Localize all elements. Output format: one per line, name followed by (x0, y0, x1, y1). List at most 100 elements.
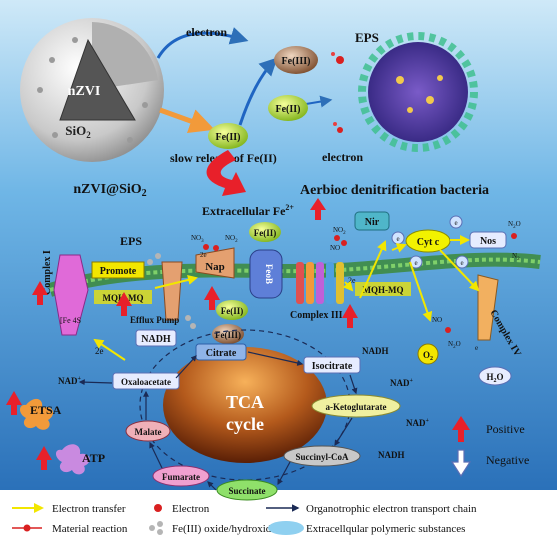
n2-label: N2 (512, 252, 520, 262)
etsa-icon (20, 398, 54, 430)
nadh2-label: NADH (378, 450, 405, 460)
no2-a: NO2 (225, 234, 238, 244)
tca-title-2: cycle (226, 414, 264, 434)
atp-label: ATP (82, 451, 105, 465)
legend-eps: Extracellqular polymeric substances (306, 523, 465, 535)
release-arrow (159, 107, 215, 133)
bacteria-increase-arrow (310, 198, 326, 220)
fe2-left-ball (208, 123, 248, 149)
left-increase-arrow-3 (36, 446, 52, 470)
fe2-mid-label: Fe(II) (276, 104, 301, 115)
complex-iv (477, 274, 499, 341)
two-e-right: 2e (348, 276, 356, 285)
nap-enzyme (195, 247, 235, 279)
eps-top-label: EPS (355, 30, 379, 45)
complex-iii-label: Complex III (290, 310, 343, 321)
akg-label: a-Ketoglutarate (326, 402, 387, 412)
complex-i-label: Complex I (42, 250, 53, 295)
legend-fe-oxide: Fe(III) oxide/hydroxide (172, 523, 276, 535)
n2o-b-label: N2O (448, 340, 461, 350)
fe2-low-ball (216, 300, 248, 320)
e-cyt2: e (454, 219, 457, 227)
legend-band (0, 490, 557, 549)
fe3-top-label: Fe(III) (282, 56, 311, 67)
tca-left-increase-arrow (116, 292, 132, 316)
electron-top-label: electron (186, 25, 227, 39)
left-increase-arrow-1 (32, 281, 48, 305)
nad-left-label: NAD+ (58, 376, 82, 386)
legend-electron-transfer: Electron transfer (52, 503, 126, 515)
eps-left-label: EPS (120, 234, 142, 248)
fe2-membrane-label: Fe(II) (254, 228, 277, 238)
cytc-label: Cyt c (417, 237, 440, 248)
electron-arrow-top (156, 27, 249, 59)
oxaloacetate-label: Oxaloacetate (121, 377, 171, 387)
electron-transfer-arrows (93, 235, 480, 361)
efflux-label: Efflux Pump (130, 315, 179, 325)
bacteria-cluster (358, 32, 478, 152)
h2o-label: H2O (486, 372, 503, 384)
no-b: NO (330, 244, 340, 252)
tca-flow-arrows (78, 351, 358, 491)
fe3-low-ball (212, 324, 244, 344)
nadh-left-label: NADH (141, 334, 171, 345)
mqh-right-label: MQH-MQ (363, 285, 404, 295)
legend-material-reaction: Material reaction (52, 523, 128, 535)
fe2-mid-ball (268, 95, 308, 121)
atp-icon (56, 444, 90, 475)
complex-iii-increase-arrow (342, 304, 358, 328)
fe2-low-label: Fe(II) (221, 306, 244, 316)
fe2-membrane-ball (249, 222, 281, 242)
fumarate-label: Fumarate (162, 472, 200, 482)
no-c: NO (432, 316, 442, 324)
shell-label: SiO2 (65, 123, 91, 140)
tca-title-1: TCA (226, 392, 264, 412)
fe3-low-label: Fe(III) (215, 330, 241, 340)
no3-a: NO3 (191, 234, 204, 244)
promote-label: Promote (100, 266, 137, 277)
etsa-label: ETSA (30, 403, 62, 417)
tca-core (163, 347, 327, 463)
electron-right-label: electron (322, 150, 363, 164)
fe2-left-label: Fe(II) (216, 132, 241, 143)
n2o-label: N2O (508, 220, 521, 230)
legend-electron-icon (154, 504, 162, 512)
feob-label: FeoB (264, 264, 274, 284)
nir-label: Nir (365, 217, 380, 228)
core-label: nZVI (68, 84, 101, 99)
positive-label: Positive (486, 422, 525, 436)
bacteria-title: Aerbioc denitrification bacteria (300, 183, 489, 198)
nap-label: Nap (205, 261, 225, 273)
e-nir: e (396, 235, 399, 243)
efflux-pump (147, 253, 196, 329)
positive-icon (452, 416, 470, 442)
fe-release-curve-arrow (206, 150, 246, 196)
legend-organotrophic: Organotrophic electron transport chain (306, 503, 477, 515)
nos-label: Nos (480, 236, 496, 247)
e-iv: e (475, 344, 478, 352)
succinate-label: Succinate (229, 486, 266, 496)
negative-icon (450, 449, 472, 478)
fe-recycle-arrow (238, 57, 278, 126)
e-cyt3: e (460, 259, 463, 267)
negative-label: Negative (486, 453, 529, 467)
two-e-left: 2e (95, 346, 104, 356)
legend-electron: Electron (172, 503, 210, 515)
extracellular-label: Extracellular Fe2+ (202, 203, 294, 218)
legend-fe-oxide-icon (149, 521, 163, 535)
two-e-nap: 2e (200, 251, 207, 259)
fe3-top-ball (274, 46, 318, 74)
nad1-label: NAD+ (390, 378, 414, 388)
o2-label: O2 (423, 350, 433, 362)
succoa-label: Succinyl-CoA (295, 452, 349, 462)
complex-i (53, 254, 89, 336)
malate-label: Malate (135, 427, 162, 437)
complex-iii (296, 262, 344, 304)
nadh1-label: NADH (362, 346, 389, 356)
isocitrate-label: Isocitrate (312, 361, 353, 372)
feob-transporter (249, 249, 283, 299)
left-increase-arrow-2 (6, 391, 22, 415)
